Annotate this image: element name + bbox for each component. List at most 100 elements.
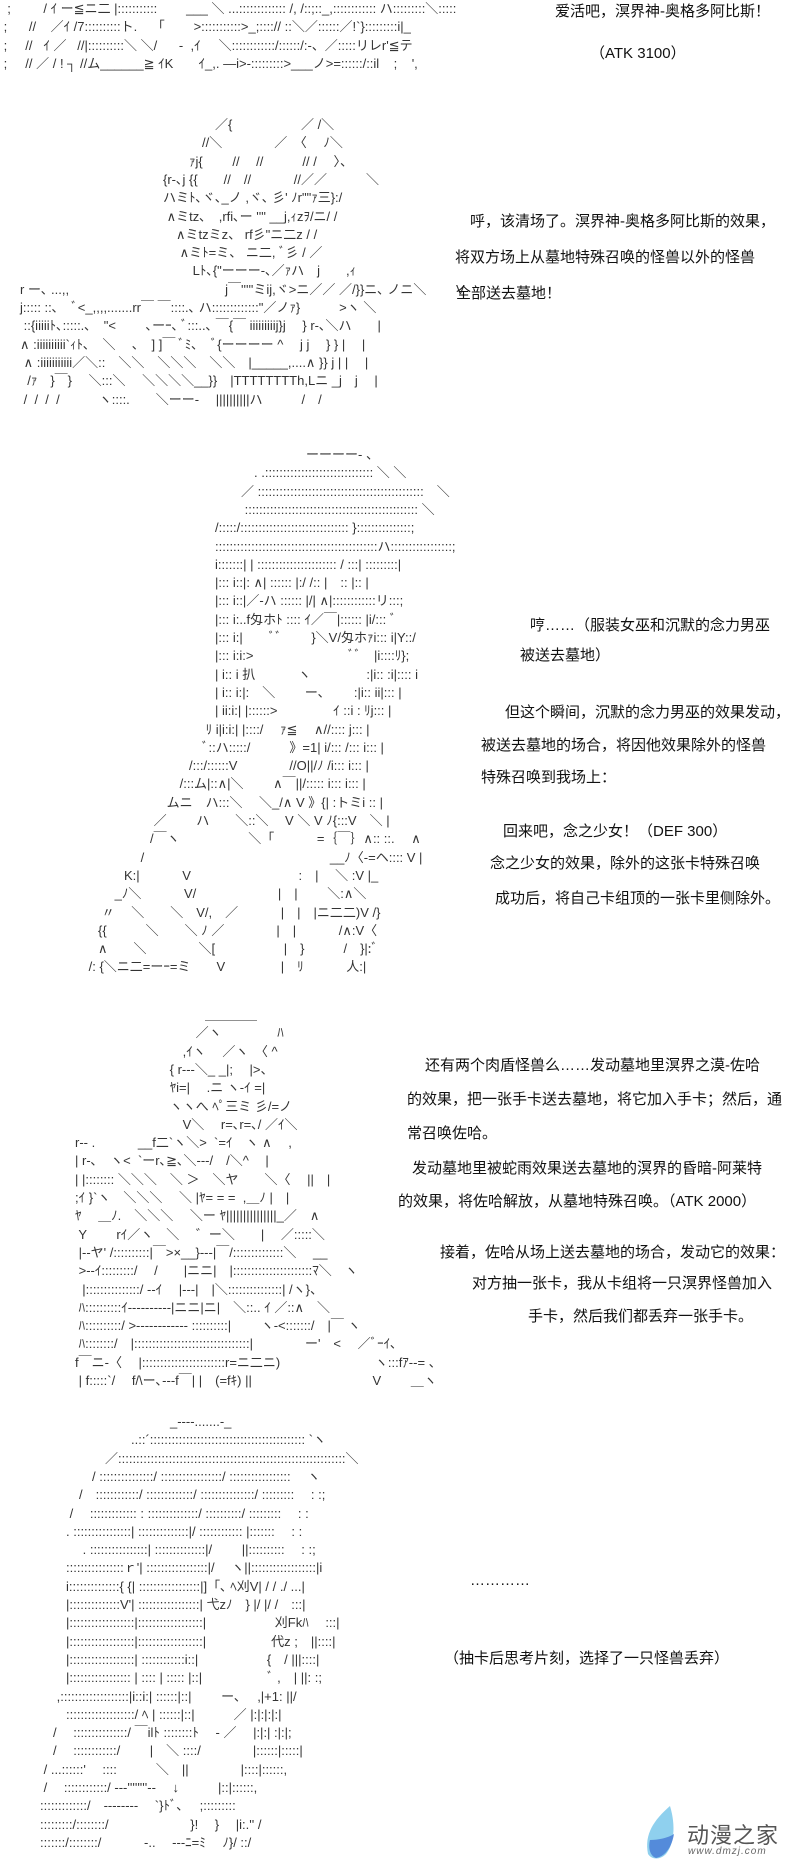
ascii-art-line: / ::::::::::::: : ::::::::::::::/ ::::::… (40, 1505, 309, 1521)
dialogue-line: 将双方场上从墓地特殊召唤的怪兽以外的怪兽 (455, 249, 756, 266)
ascii-art-line: ＿＿＿＿ (75, 1007, 258, 1022)
dialogue-line: 手卡，然后我们都丢弃一张手卡。 (528, 1308, 754, 1325)
ascii-art-line: ーーーー- 、 (85, 447, 379, 462)
ascii-art-line: |::::::::::::::::::|::::::::::::::::::| … (40, 1615, 340, 1631)
ascii-art-line: ,ｲヽ ／ヽ 〈 ^ (75, 1043, 278, 1059)
ascii-art-line: | |:::::::: ＼＼＼ ＼ ＞ ＼ヤ ＼〈 || | (75, 1171, 331, 1187)
ascii-art-line: | r‐､ ヽ< `ーr､≧､＼‐‐‐/ /＼^ | (75, 1153, 269, 1169)
dialogue-line: （抽卡后思考片刻，选择了一只怪兽丢弃） (444, 1650, 730, 1667)
dialogue-line: 成功后，将自己卡组顶的一张卡里侧除外。 (495, 890, 781, 907)
ascii-art-line: /ｧ }￣} ＼:::＼ ＼＼＼＼__}} |TTTTTTTTh,Lニ _j j… (20, 373, 378, 389)
dialogue-line: 接着，佐哈从场上送去墓地的场合，发动它的效果： (440, 1244, 786, 1261)
ascii-art-line: ／ヽ ﾊ (75, 1025, 284, 1041)
ascii-art-line: V＼ r=､r=､/ ／ｲ＼ (75, 1116, 298, 1132)
ascii-art-line: 〃 ＼ ＼ V/, ／ | | |ニ二二)V /} (85, 904, 381, 920)
ascii-art-line: / ::::::::::::/ ‐‐‐''''''''‐‐ ↓ |::|::::… (40, 1780, 258, 1795)
ascii-art-line: ::::::::::::::::ｒ'| :::::::::::::::::|/ … (40, 1560, 323, 1576)
ascii-art-line: /: {＼ニ二=ーｰ=ミ V | ﾘ 人:| (85, 959, 367, 975)
ascii-art-line: ; // ／ｲ /7::::::::::ト. 「 >:::::::::::>_;… (0, 19, 411, 35)
dialogue-line: 念之少女的效果，除外的这张卡特殊召唤 (490, 855, 761, 872)
dialogue-line: 呼，该清场了。溟界神-奥格多阿比斯的效果， (470, 213, 775, 230)
ascii-art-line: /:::/::::::V //O||/ﾉ /i::: i::: | (85, 758, 369, 774)
ascii-art-line: >‐‐ｲ:::::::::/ / |ニニ| |:::::::::::::::::… (75, 1263, 358, 1279)
dialogue-line: 的效果，将佐哈解放，从墓地特殊召唤。（ATK 2000） (398, 1193, 757, 1210)
ascii-art-line: ｧj{ // // // / 〉、 (20, 153, 353, 169)
ascii-art-line: / :::::::::::::::/ ￣ilﾄ ::::::::ﾄ ‐ ／ |:… (40, 1725, 292, 1741)
dialogue-line: 但这个瞬间，沉默的念力男巫的效果发动， (505, 704, 791, 721)
dialogue-summon-line: 爱活吧，溟界神-奥格多阿比斯！ (555, 3, 770, 20)
ascii-art-line: . ::::::::::::::::| ::::::::::::::|/ :::… (40, 1523, 303, 1539)
ascii-art-line: |::::::::::::::::: | :::: | ::::: |::| ﾞ… (40, 1670, 322, 1686)
dialogue-line: 还有两个肉盾怪兽么……发动墓地里溟界之漠-佐哈 (425, 1057, 760, 1074)
ascii-art-line: ハミﾄ､ヾ､_ノ ,ヾ､ 彡' ﾉr""ｧ三}:/ (20, 190, 343, 206)
ascii-art-line: ∧ミtzミz、 rf彡"ニ二z / / (20, 226, 318, 242)
dialogue-line: 对方抽一张卡，我从卡组将一只溟界怪兽加入 (472, 1275, 773, 1292)
ascii-art-line: r ー､ ...,, j￣'''''ミij,ヾ>ニ／／ ／/}}ニ､ ノニ＼ V (20, 281, 465, 297)
ascii-art-line: | f:::::`/ f/\ー､‐‐‐f￣| | (=fｷ) || V ＿ヽ (75, 1373, 437, 1388)
ascii-art-line: r‐‐ . __f二`ヽ＼> `=ｲ ヽ ∧ , (75, 1135, 292, 1151)
ascii-art-line: :::::::/::::::::/ -.. ‐‐‐ﾆ=ﾐ ﾉ}/ ::/ (40, 1834, 252, 1850)
ascii-art-line: ヽヽへ ﾍﾟ三ミ 彡/=ノ (75, 1098, 293, 1114)
dialogue-line: 常召唤佐哈。 (407, 1125, 498, 1142)
ellipsis-line: ………… (470, 1572, 530, 1589)
ascii-art-line: ; // ／ / ! ┐ //ム______≧ ｲK ｲ_,. ―i>-::::… (0, 55, 418, 71)
ascii-art-line: ﾊ::::::::::ｲ‐‐‐‐‐‐‐‐‐‐|ニニ|ニ| ＼::.. ｲ ／::… (75, 1299, 331, 1315)
ascii-art-line: . .:::::::::::::::::::::::::::::: ＼ ＼ (85, 465, 407, 481)
ascii-art-line: { r‐‐-＼_ _|; |>、 (75, 1061, 274, 1077)
ascii-art-line: |::: i:..f匁ホﾄ :::: ｲ／￣|:::::: |i/::: ﾞ (85, 611, 397, 627)
ascii-art-line: |::: i:i:> ﾞﾞ |i::::ﾘ}; (85, 648, 410, 664)
ascii-art-line: i::::::::::::::{ {| :::::::::::::::::|]「… (40, 1578, 305, 1594)
ascii-art-line: Lﾄ､{"ーーー-､／ｧハ j ,ｨ (20, 263, 357, 279)
ascii-art-line: |::: i::|／‐ハ :::::: |/| ∧|::::::::::::リ:… (85, 593, 404, 609)
ascii-art-line: /:::::/:::::::::::::::::::::::::::::: }:… (85, 520, 415, 536)
wing-logo-icon (647, 1806, 674, 1859)
ascii-art-line: / __ﾉ〈‐=ヘ:::: V | (85, 849, 423, 865)
ascii-art-line: / ::::::::::::/ | ＼ ::::/ |::::::|:::::| (40, 1743, 303, 1759)
dialogue-line: 回来吧，念之少女！（DEF 300） (503, 823, 728, 840)
ascii-art-line: |:::::::::::::::/ ‐‐ｲ |‐‐‐| |＼::::::::::… (75, 1281, 324, 1297)
ascii-art-line: f￣ニ‐〈 |:::::::::::::::::::::::r=ニ二ニ) ヽ::… (75, 1354, 442, 1370)
ascii-art-line: :::::::::/::::::::/ }! } |i:.'' / (40, 1816, 262, 1832)
ascii-art-line: ∧ミtz､ ,rfi､ー ''" __j,ｨzｦ/ニ/ / (20, 208, 338, 224)
ascii-art-line: ／ ハ ＼::＼ V ＼ V ﾉ{:::V ＼ | (85, 813, 390, 828)
ascii-art-line: ::::::::::::::::::::::::::::::::::::::::… (85, 538, 456, 554)
ascii-art-line: / :::::::::::::::/ :::::::::::::::::/ ::… (40, 1468, 321, 1484)
ascii-art-line: ムニ ハ:::＼ ＼_/∧ V 》{| :トミi :: | (85, 794, 383, 810)
ascii-art-line: / ...::::::' :::: ＼ || |::::|::::::, (40, 1761, 288, 1777)
ascii-art-line: . ::::::::::::::::| ::::::::::::::|/ ||:… (40, 1542, 316, 1558)
ascii-art-line: |::::::::::::::V'| :::::::::::::::::| 弋z… (40, 1597, 306, 1612)
dmzj-watermark: 动漫之家 www.dmzj.com (640, 1804, 790, 1864)
dialogue-line: 的效果，把一张手卡送去墓地，将它加入手卡；然后，通 (407, 1091, 783, 1108)
ascii-art-line: Y rｲ／ヽ ＼ ゛ー＼ | ／:::::＼ (75, 1226, 325, 1242)
ascii-art-line: ,:::::::::::::::::::|i::i:| ::::::|::| ー… (40, 1688, 297, 1704)
ascii-art-line: ／ ::::::::::::::::::::::::::::::::::::::… (85, 483, 450, 499)
ascii-art-line: ﾞ::ハ:::::/ 》=1| i/::: /::: i::: | (85, 739, 384, 755)
ascii-art-line: :::::::::::::/ ‐‐‐‐‐‐‐‐ `}ﾄﾞ､ ;::::::::: (40, 1798, 236, 1814)
dialogue-line: 被送去墓地） (520, 647, 611, 664)
ascii-art-line: ∧ ＼ ＼[ | } / }|:ﾞ (85, 941, 378, 957)
ascii-art-line: {{ ＼ ＼ ﾉ ／ | | /∧:V〈 (85, 922, 378, 938)
dialogue-line: 被送去墓地的场合，将因他效果除外的怪兽 (481, 737, 767, 754)
ascii-art-line: |::::::::::::::::::| ::::::::::::i::| { … (40, 1651, 320, 1667)
ascii-art-line: K:| V : | ＼ :V |_ (85, 867, 379, 883)
ascii-art-line: _‐‐‐‐.......‐_ (40, 1414, 232, 1429)
ascii-art-line: ﾔi=| .ニ ヽ‐ｲ =| (75, 1080, 266, 1096)
ascii-art-line: i:::::::| | :::::::::::::::::::::: / :::… (85, 556, 402, 572)
ascii-art-line: | i:: i:|: ＼ ー､ :|i:: ii|::: | (85, 684, 402, 700)
ascii-art-line: ﾊ::::::::/ |::::::::::::::::::::::::::::… (75, 1336, 397, 1352)
ascii-art-line: :::::::::::::::::::/ ﾍ | ::::::|::| ／ |:… (40, 1706, 282, 1722)
ascii-art-line: | ii:i:| |::::::> ｲ ::i : ﾘj::: | (85, 703, 392, 719)
ascii-art-line: ∧ :iiiiiiiiii`ｨﾄ､ ＼ ､ ] ]￣ ﾞﾐ､ ﾞ{ーーーー ^ … (20, 336, 366, 352)
ascii-art-line: |::: i:| ﾞﾞ }＼V/匁ホｧi::: i|Y::/ (85, 630, 416, 645)
ascii-art-line: ::::::::::::::::::::::::::::::::::::::::… (85, 501, 435, 517)
dialogue-line: 发动墓地里被蛇雨效果送去墓地的溟界的昏暗-阿莱特 (412, 1160, 762, 1177)
ascii-art-line: ﾘ i|i:i:| |::::/ ｧ≦ ∧//:::: j::: | (85, 721, 370, 737)
dialogue-line: 特殊召唤到我场上： (481, 769, 617, 786)
atk-stat: （ATK 3100） (590, 45, 686, 62)
ascii-art-line: _ﾉ＼ V/ | | ＼:∧＼ (85, 886, 367, 902)
ascii-art-line: /:::ム|::∧|＼ ∧￣||/::::: i::: i::: | (85, 776, 366, 792)
ascii-art-line: ／{ ／ /＼ (20, 117, 335, 132)
ascii-art-line: ::{iiiiiﾄ､:::::.､ "< ､ーｰ､ ﾞ:::..､ ￣{￣ ii… (20, 318, 381, 334)
ascii-art-line: ∧ :iiiiiiiiiii／＼:: ＼＼ ＼＼＼ ＼＼ |_____,....… (20, 354, 369, 370)
ascii-art-line: |::::::::::::::::::|::::::::::::::::::| … (40, 1633, 336, 1649)
